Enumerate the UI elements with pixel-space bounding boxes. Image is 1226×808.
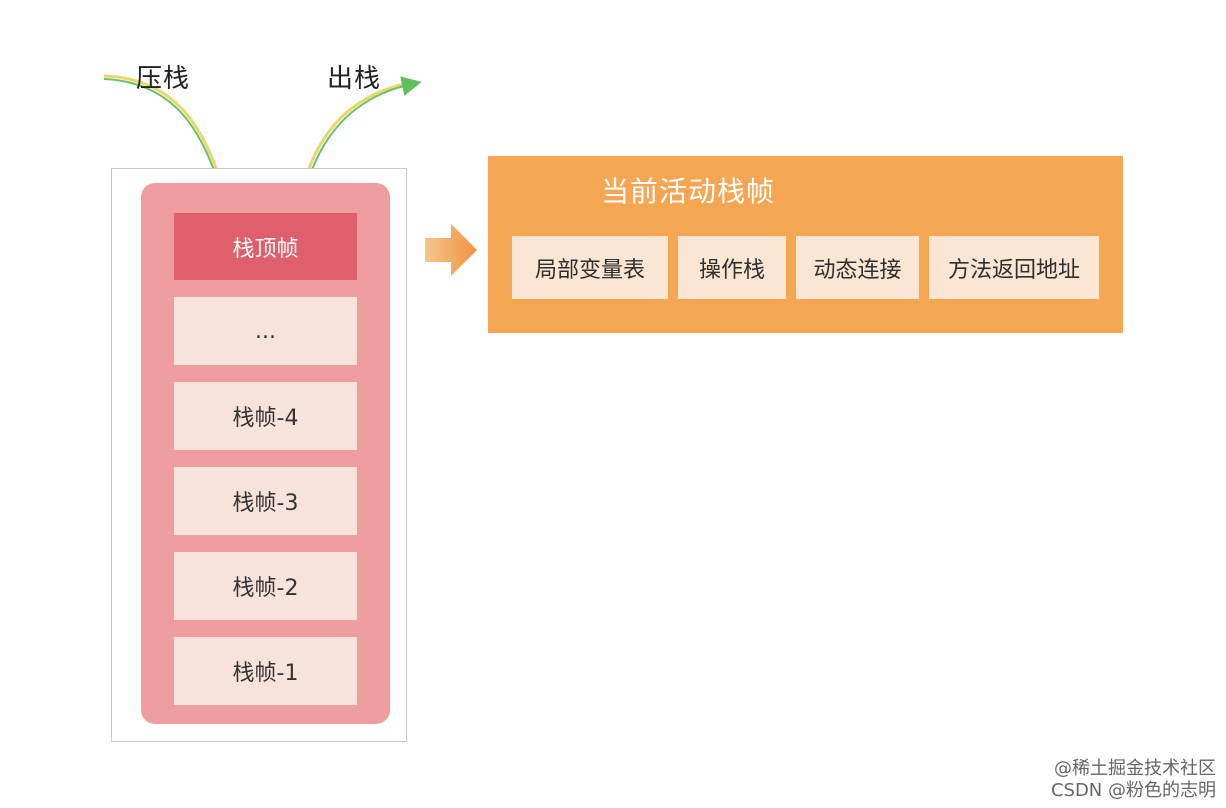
stack-frame-ellipsis: ... [174,297,357,365]
pop-label: 出栈 [327,64,382,94]
watermark-line-1: @稀土掘金技术社区 [1054,758,1216,779]
stack-frame-3: 栈帧-3 [174,467,357,535]
stack-top-frame: 栈顶帧 [174,213,357,280]
active-frame-title: 当前活动栈帧 [600,175,775,208]
right-arrow-icon [425,224,477,276]
watermark: @稀土掘金技术社区 CSDN @粉色的志明 [1051,758,1216,802]
part-operand-stack: 操作栈 [678,236,786,299]
push-label: 压栈 [136,64,191,94]
stack-frame-2: 栈帧-2 [174,552,357,620]
stack-frame-4: 栈帧-4 [174,382,357,450]
part-dynamic-linking: 动态连接 [796,236,919,299]
part-return-address: 方法返回地址 [929,236,1099,299]
watermark-line-2: CSDN @粉色的志明 [1050,780,1216,801]
part-local-variables: 局部变量表 [512,236,668,299]
stack-frame-1: 栈帧-1 [174,637,357,705]
